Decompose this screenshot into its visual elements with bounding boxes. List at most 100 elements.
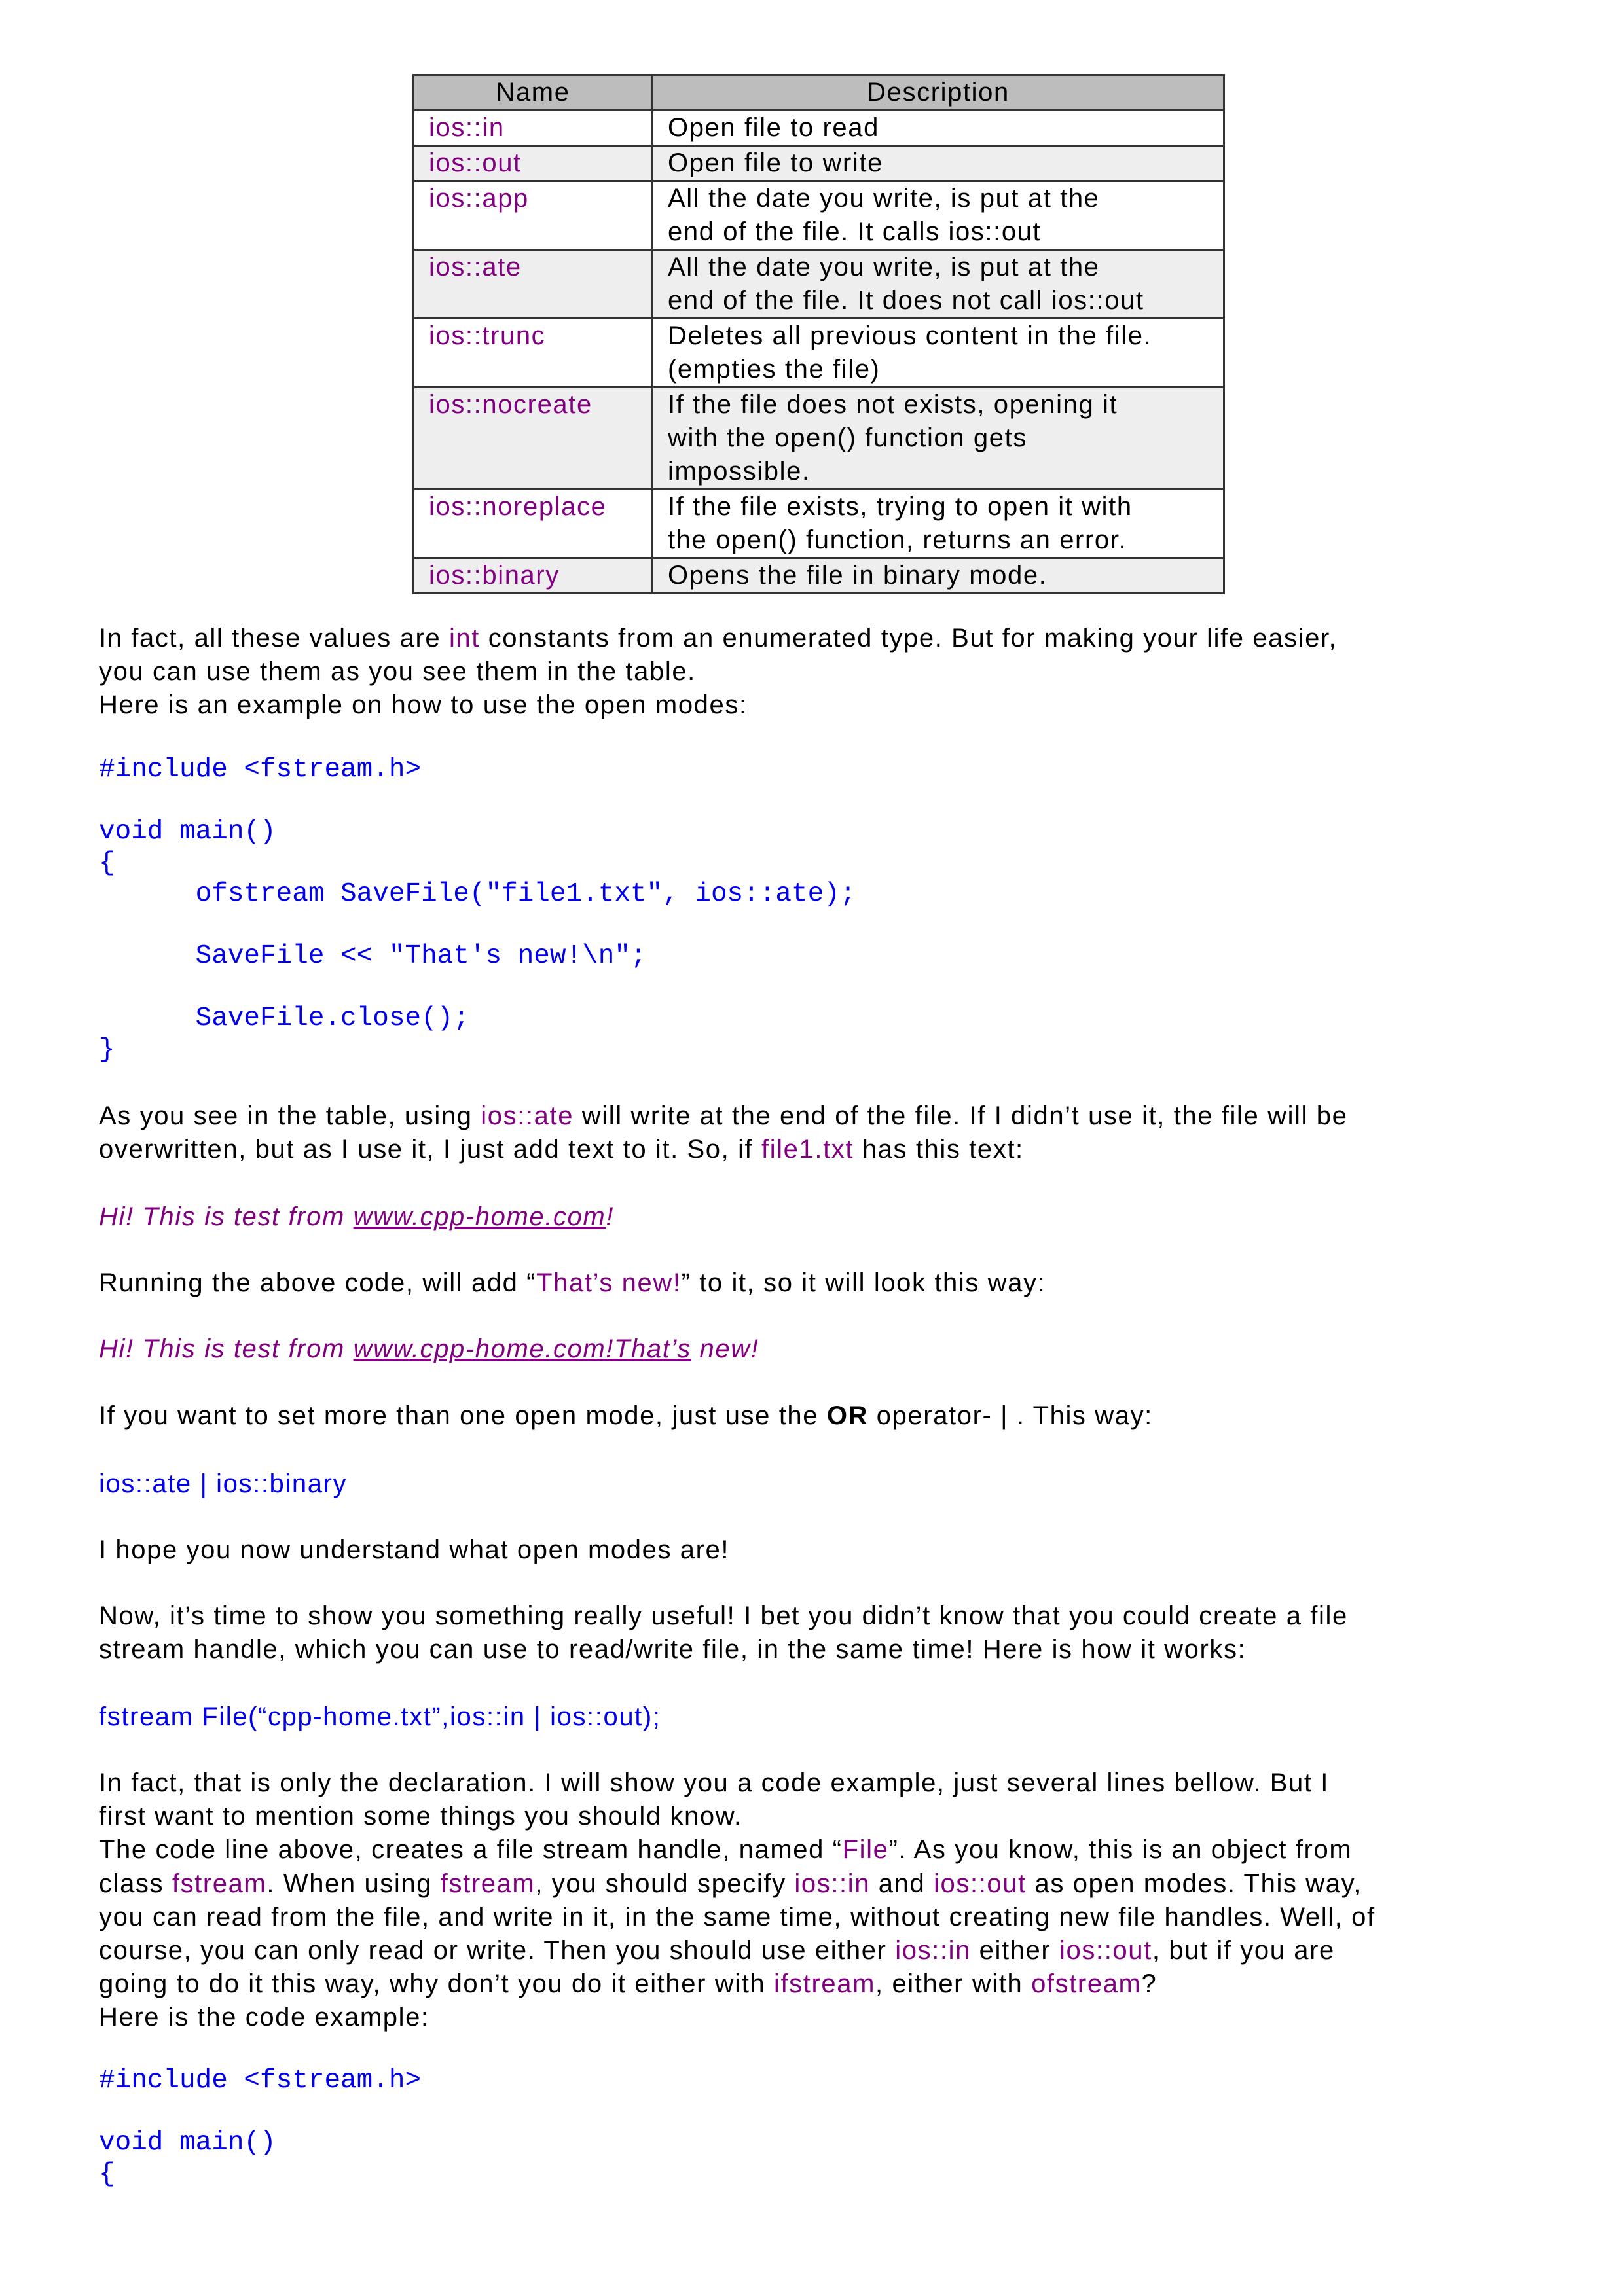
file-content-before: Hi! This is test from www.cpp-home.com! <box>99 1200 614 1234</box>
text-span: Hi! This is test from <box>99 1202 354 1231</box>
code-line <box>99 786 856 817</box>
text-span: As you see in the table, using <box>99 1102 481 1130</box>
fstream-intro: Now, it’s time to show you something rea… <box>99 1600 1348 1666</box>
mode-name: ios::in <box>412 109 653 147</box>
text-span: you can use them as you see them in the … <box>99 657 696 687</box>
text-span: has this text: <box>854 1135 1024 1164</box>
mode-description: All the date you write, is put at the en… <box>651 249 1225 319</box>
text-span: ofstream <box>1031 1969 1142 1999</box>
text-span: first want to mention some things you sh… <box>99 1802 742 1831</box>
mode-description: If the file does not exists, opening it … <box>651 386 1225 490</box>
text-span: fstream <box>440 1869 536 1898</box>
mode-description: Open file to write <box>651 145 1225 182</box>
text-line: Hi! This is test from www.cpp-home.com! <box>99 1200 614 1234</box>
code-line: #include <fstream.h> <box>99 755 856 786</box>
header-description: Description <box>651 74 1225 111</box>
text-span: ”. As you know, this is an object from <box>888 1835 1353 1865</box>
text-span: ios::out <box>934 1869 1027 1898</box>
mode-name: ios::noreplace <box>412 488 653 559</box>
text-span: { <box>99 2159 115 2189</box>
fstream-explanation: In fact, that is only the declaration. I… <box>99 1767 1376 2035</box>
text-span: stream handle, which you can use to read… <box>99 1635 1247 1664</box>
link-text[interactable]: www.cpp-home.com <box>353 1202 606 1231</box>
text-span: ios::in <box>895 1935 971 1965</box>
text-span: If you want to set more than one open mo… <box>99 1401 827 1430</box>
text-span: you can read from the file, and write in… <box>99 1902 1376 1931</box>
text-span: int <box>448 624 480 653</box>
code-line: SaveFile.close(); <box>99 1003 856 1035</box>
text-span: going to do it this way, why don’t you d… <box>99 1969 774 1999</box>
link-text[interactable]: www.cpp-home.com!That’s <box>353 1335 691 1363</box>
mode-description: Open file to read <box>651 109 1225 147</box>
text-line: Here is an example on how to use the ope… <box>99 689 1337 722</box>
text-span: Here is the code example: <box>99 2003 429 2032</box>
text-span: } <box>99 1034 115 1065</box>
mode-name: ios::trunc <box>412 317 653 388</box>
text-span: file1.txt <box>761 1135 854 1164</box>
mode-description: If the file exists, trying to open it wi… <box>651 488 1225 559</box>
code-line: { <box>99 848 856 880</box>
text-span: I hope you now understand what open mode… <box>99 1535 730 1564</box>
code-line <box>99 2097 421 2128</box>
text-span: ios::ate <box>481 1102 574 1130</box>
text-line: fstream File(“cpp-home.txt”,ios::in | io… <box>99 1700 661 1734</box>
text-span: ? <box>1141 1969 1158 1999</box>
text-span: fstream <box>172 1869 267 1898</box>
code-line <box>99 910 856 942</box>
file-content-after: Hi! This is test from www.cpp-home.com!T… <box>99 1333 759 1366</box>
code-line: void main() <box>99 2128 421 2159</box>
text-span: The code line above, creates a file stre… <box>99 1835 843 1865</box>
text-span: , either with <box>875 1969 1032 1999</box>
text-line: course, you can only read or write. Then… <box>99 1934 1376 1967</box>
text-span: ios::ate | ios::binary <box>99 1469 348 1498</box>
text-span: ” to it, so it will look this way: <box>681 1268 1046 1297</box>
text-span: In fact, all these values are <box>99 624 449 653</box>
code-line: { <box>99 2159 421 2191</box>
or-operator-paragraph: If you want to set more than one open mo… <box>99 1399 1153 1433</box>
text-span: In fact, that is only the declaration. I… <box>99 1768 1330 1797</box>
text-span: . When using <box>266 1869 441 1898</box>
code-line: SaveFile << "That's new!\n"; <box>99 941 856 973</box>
text-span: Here is an example on how to use the ope… <box>99 691 748 720</box>
text-span: ifstream <box>773 1969 876 1999</box>
text-line: class fstream. When using fstream, you s… <box>99 1867 1376 1901</box>
text-line: you can read from the file, and write in… <box>99 1901 1376 1934</box>
text-span: void main() <box>99 817 276 847</box>
text-line: Here is the code example: <box>99 2001 1376 2034</box>
text-span: File <box>842 1835 889 1865</box>
text-span: OR <box>826 1401 869 1430</box>
text-span: operator- | . This way: <box>868 1401 1153 1430</box>
text-span: void main() <box>99 2128 276 2158</box>
text-span: ios::out <box>1059 1935 1152 1965</box>
text-span: either <box>970 1935 1060 1965</box>
text-line: Hi! This is test from www.cpp-home.com!T… <box>99 1333 759 1366</box>
text-span: class <box>99 1869 172 1898</box>
table-header-row: Name Description <box>412 74 1225 111</box>
code-line: void main() <box>99 817 856 848</box>
header-name: Name <box>412 74 653 111</box>
mode-name: ios::out <box>412 145 653 182</box>
code-line: #include <fstream.h> <box>99 2066 421 2097</box>
mode-description: Deletes all previous content in the file… <box>651 317 1225 388</box>
text-span: , but if you are <box>1152 1935 1335 1965</box>
text-span: and <box>870 1869 934 1898</box>
hope-paragraph: I hope you now understand what open mode… <box>99 1534 729 1567</box>
code-line: ofstream SaveFile("file1.txt", ios::ate)… <box>99 879 856 910</box>
text-span: That’s new! <box>536 1268 682 1297</box>
text-span: ios::in <box>794 1869 871 1898</box>
text-span: as open modes. This way, <box>1026 1869 1362 1898</box>
mode-description: All the date you write, is put at the en… <box>651 180 1225 251</box>
text-span: fstream File(“cpp-home.txt”,ios::in | io… <box>99 1702 661 1731</box>
text-line: If you want to set more than one open mo… <box>99 1399 1153 1433</box>
code-example-1: #include <fstream.h> void main(){ ofstrea… <box>99 755 856 1066</box>
or-example: ios::ate | ios::binary <box>99 1467 347 1501</box>
text-line: going to do it this way, why don’t you d… <box>99 1967 1376 2001</box>
text-span: { <box>99 848 115 878</box>
text-span: #include <fstream.h> <box>99 755 422 785</box>
